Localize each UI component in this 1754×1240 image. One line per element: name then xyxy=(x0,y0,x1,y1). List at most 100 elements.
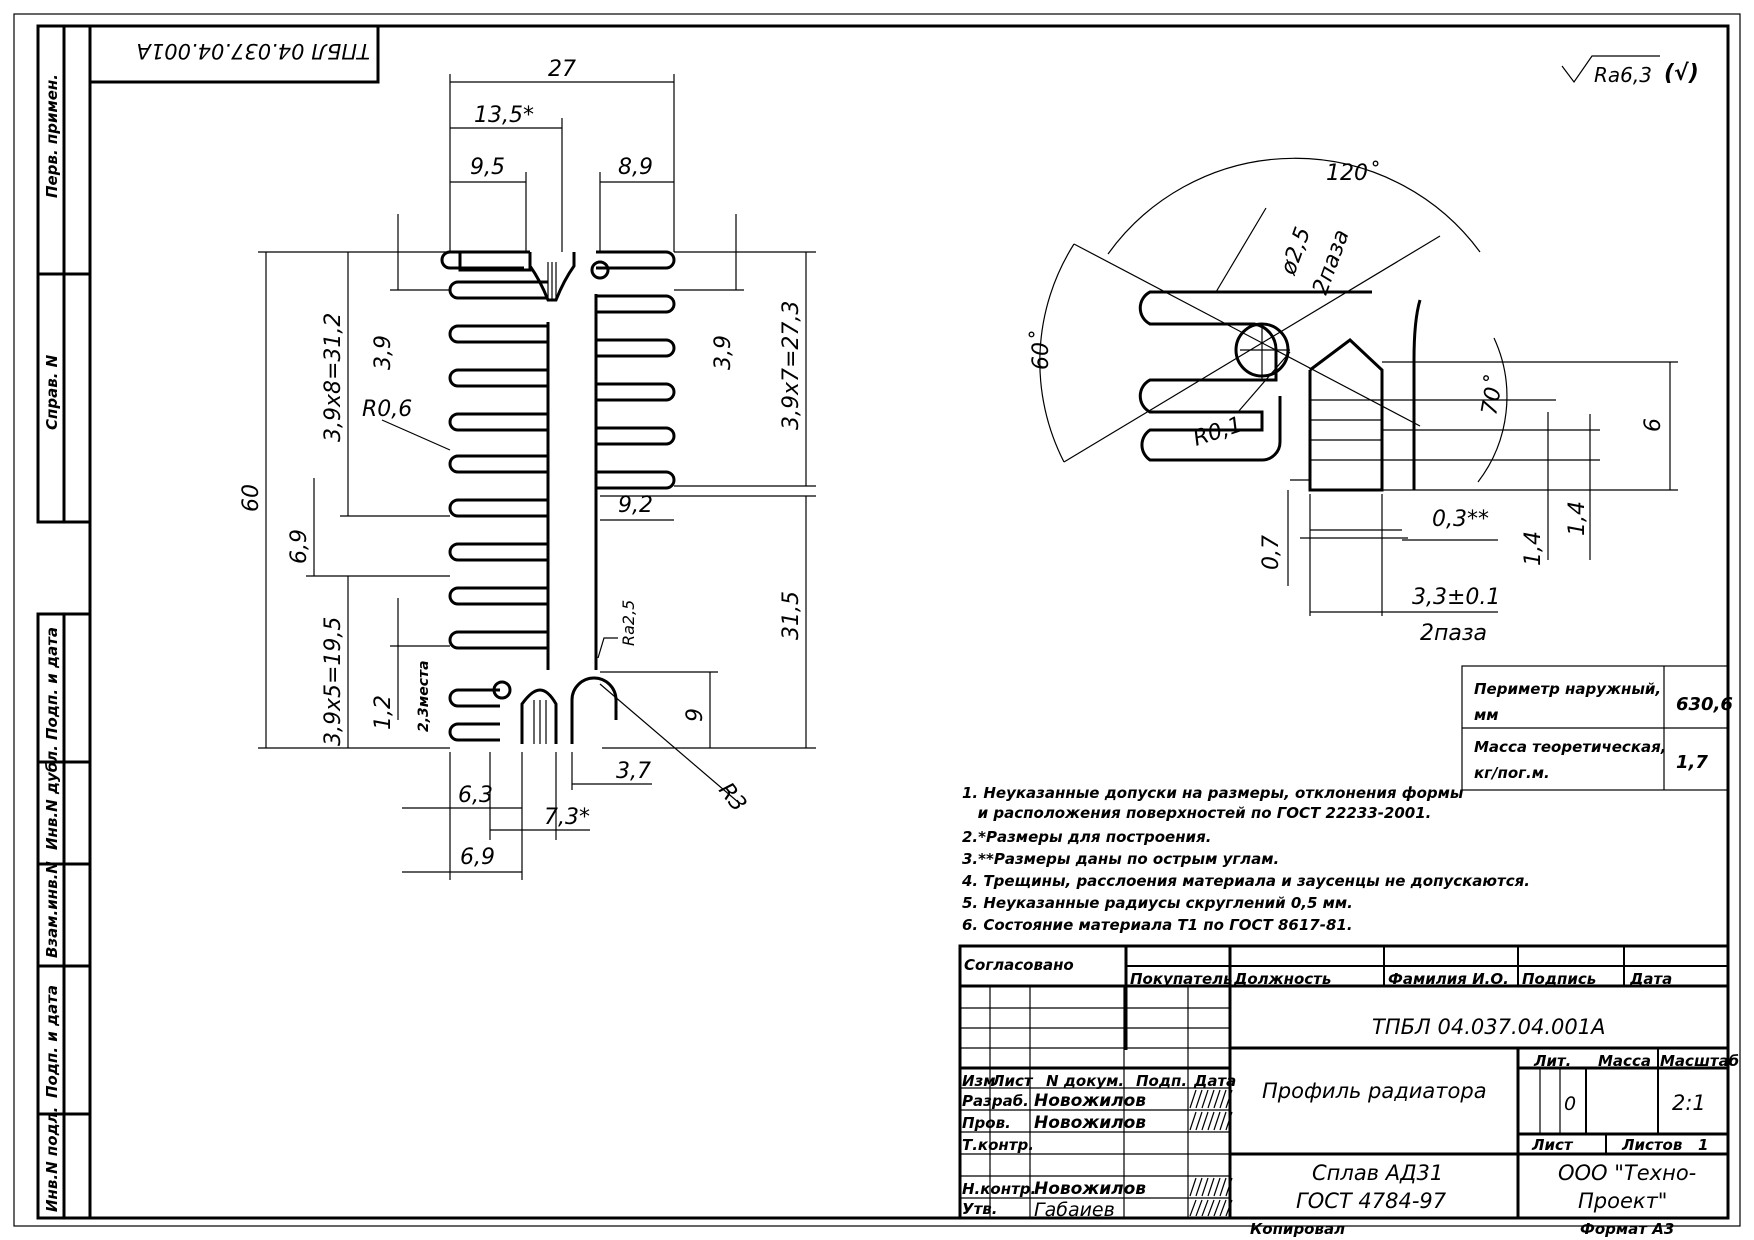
dim-6: 6 xyxy=(1641,418,1666,432)
tb-lit: Лит. xyxy=(1533,1052,1571,1070)
tb-podp: Подп. xyxy=(1136,1072,1187,1090)
prop-mass-label-2: кг/пог.м. xyxy=(1474,764,1550,782)
top-stamp: ТПБЛ 04.037.04.001А xyxy=(90,26,380,84)
prop-perimeter-label-2: мм xyxy=(1474,706,1499,724)
dim-31-5: 31,5 xyxy=(779,591,804,640)
tb-scale-value: 2:1 xyxy=(1672,1091,1706,1115)
signature-hatch xyxy=(1219,1111,1227,1131)
dim-31-2: 3,9x8=31,2 xyxy=(321,313,346,442)
tb-razrab: Разраб. xyxy=(962,1092,1029,1110)
signature-hatch xyxy=(1201,1089,1209,1109)
signature-hatch xyxy=(1195,1111,1203,1131)
margin-inv-n-dubl: Инв.N дубл. xyxy=(43,745,61,850)
tb-listov-value: 1 xyxy=(1698,1136,1708,1154)
left-fin-bottom xyxy=(448,688,500,708)
margin-vzam-inv-n: Взам.инв.N xyxy=(43,861,61,958)
tb-pokupatel: Покупатель xyxy=(1130,970,1233,988)
dim-1-4-a: 1,4 xyxy=(1521,531,1546,566)
left-fin-bottom xyxy=(448,722,500,742)
prop-mass-label-1: Масса теоретическая, xyxy=(1474,738,1666,756)
angle-60: 60˚ xyxy=(1029,331,1054,370)
detail-view: 120˚ 60˚ ø2,5 2паза R0,1 70˚ 6 0,3** 0,7… xyxy=(1029,157,1678,646)
signature-hatch xyxy=(1195,1089,1203,1109)
dim-3-9-right: 3,9 xyxy=(711,335,736,370)
right-fin xyxy=(596,426,676,446)
prop-perimeter-value: 630,6 xyxy=(1676,694,1733,715)
tb-masshtab: Масштаб xyxy=(1660,1052,1739,1070)
dim-3-7: 3,7 xyxy=(616,759,651,784)
dim-d2-5: ø2,5 xyxy=(1276,224,1316,279)
tb-dolzhnost: Должность xyxy=(1233,970,1331,988)
signature-hatch xyxy=(1201,1177,1209,1197)
note-6: 6. Состояние материала Т1 по ГОСТ 8617-8… xyxy=(962,916,1353,934)
dim-0-7: 0,7 xyxy=(1259,535,1284,570)
signature-hatch xyxy=(1195,1199,1203,1217)
signature-hatch xyxy=(1207,1177,1215,1197)
right-fin xyxy=(596,470,676,490)
dim-2-paza-top: 2паза xyxy=(1308,226,1354,298)
signature-hatch xyxy=(1219,1089,1227,1109)
right-fin xyxy=(596,382,676,402)
tb-org-2: Проект" xyxy=(1578,1189,1667,1213)
left-fin xyxy=(448,542,548,562)
note-5: 5. Неуказанные радиусы скруглений 0,5 мм… xyxy=(962,894,1353,912)
signature-hatch xyxy=(1189,1199,1197,1217)
signature-hatch xyxy=(1207,1089,1215,1109)
dim-3-3: 3,3±0.1 xyxy=(1412,585,1500,610)
dim-2-paza-bottom: 2паза xyxy=(1420,621,1487,646)
tb-list-label: Лист xyxy=(1531,1136,1574,1154)
dim-9-5: 9,5 xyxy=(470,155,505,180)
dim-1-4-b: 1,4 xyxy=(1565,501,1590,536)
dim-1-2: 1,2 xyxy=(371,695,396,730)
right-fins xyxy=(596,250,676,490)
signature-hatch xyxy=(1213,1177,1221,1197)
title-block: Согласовано Покупатель Должность Фамилия… xyxy=(958,944,1739,1238)
dim-6-3: 6,3 xyxy=(458,783,493,808)
left-fin xyxy=(448,368,548,388)
signature-hatch xyxy=(1225,1199,1233,1217)
tb-designation: ТПБЛ 04.037.04.001А xyxy=(1372,1015,1606,1039)
tb-listov-label: Листов xyxy=(1621,1136,1682,1154)
prop-perimeter-label-1: Периметр наружный, xyxy=(1474,680,1661,698)
roughness-sign: Ra6,3 (√) xyxy=(1561,55,1699,87)
margin-podp-data-1: Подп. и дата xyxy=(43,627,61,740)
tb-nkontr-name: Новожилов xyxy=(1034,1179,1146,1199)
tb-prov-name: Новожилов xyxy=(1034,1113,1146,1133)
roughness-mark: (√) xyxy=(1664,61,1699,86)
left-margin: Перв. примен. Справ. N Подп. и дата Инв.… xyxy=(36,24,92,1220)
dim-r0-6: R0,6 xyxy=(362,397,412,422)
tb-podpis: Подпись xyxy=(1522,970,1596,988)
dim-27-3: 3,9x7=27,3 xyxy=(779,301,804,430)
left-fin xyxy=(448,280,548,300)
signature-hatch xyxy=(1201,1199,1209,1217)
tb-n-dokum: N докум. xyxy=(1046,1072,1124,1090)
dim-9-2: 9,2 xyxy=(618,493,653,518)
signature-hatch xyxy=(1201,1111,1209,1131)
tb-material-2: ГОСТ 4784-97 xyxy=(1296,1189,1447,1213)
signature-hatch xyxy=(1195,1177,1203,1197)
dim-2-3-mesta: 2,3места xyxy=(416,660,432,732)
tb-part-name: Профиль радиатора xyxy=(1262,1079,1487,1103)
dim-6-9-horizontal: 6,9 xyxy=(460,845,495,870)
note-4: 4. Трещины, расслоения материала и заусе… xyxy=(961,872,1530,890)
signature-hatch xyxy=(1213,1111,1221,1131)
prop-mass-value: 1,7 xyxy=(1676,752,1708,773)
signature-hatch xyxy=(1189,1089,1197,1109)
tb-tkontr: Т.контр. xyxy=(962,1136,1034,1154)
signature-hatch xyxy=(1213,1199,1221,1217)
margin-inv-n-podl: Инв.N подл. xyxy=(43,1107,61,1212)
signature-hatch xyxy=(1219,1199,1227,1217)
tb-list-col: Лист xyxy=(991,1072,1034,1090)
signature-hatch xyxy=(1219,1177,1227,1197)
dim-ra2-5: Ra2,5 xyxy=(619,600,638,646)
left-fin xyxy=(448,498,548,518)
tb-izm: Изм xyxy=(962,1072,996,1090)
tb-data-col: Дата xyxy=(1193,1072,1236,1090)
left-fin xyxy=(448,630,548,650)
signature-hatch xyxy=(1189,1111,1197,1131)
margin-podp-data-2: Подп. и дата xyxy=(43,985,61,1098)
note-1b: и расположения поверхностей по ГОСТ 2223… xyxy=(962,804,1431,822)
right-fin xyxy=(596,338,676,358)
dim-60: 60 xyxy=(239,484,264,512)
